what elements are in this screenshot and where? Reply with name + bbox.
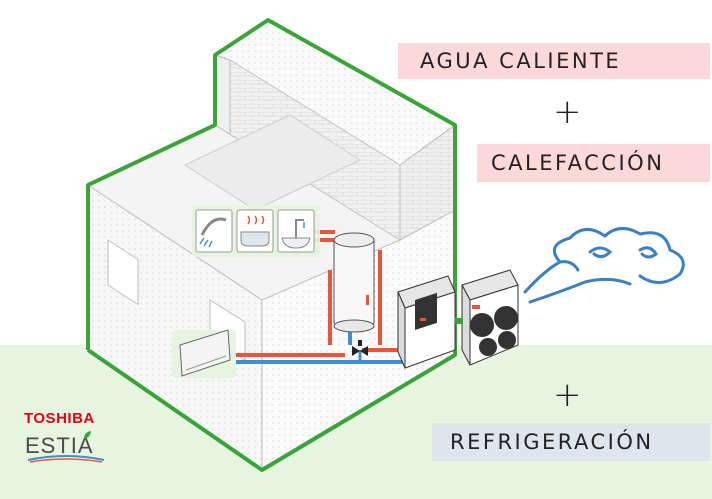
label-cooling-text: REFRIGERACIÓN: [450, 430, 654, 454]
estia-swoosh-icon: [27, 455, 105, 463]
label-cooling: REFRIGERACIÓN: [432, 423, 710, 461]
heat-pump-connector: [455, 318, 463, 324]
label-hot-water-text: AGUA CALIENTE: [420, 49, 622, 73]
water-tank-icon: [333, 232, 375, 333]
house-outline: [86, 18, 457, 472]
estia-logo: ESTIA: [25, 433, 94, 459]
indoor-hydro-unit-icon: [397, 275, 456, 369]
outdoor-heat-pump-icon: [461, 269, 519, 366]
label-heating: CALEFACCIÓN: [477, 144, 710, 182]
shower-icon: [195, 209, 233, 253]
wall-fan-coil-icon: [172, 329, 236, 378]
plus-sign-2: +: [553, 375, 582, 415]
estia-leaf-icon: [84, 431, 91, 439]
label-heating-text: CALEFACCIÓN: [491, 151, 665, 175]
air-swirl-icon: [523, 227, 685, 304]
sink-icon: [277, 209, 315, 253]
estia-logo-text: ESTIA: [25, 433, 94, 458]
bathtub-icon: [236, 209, 274, 253]
toshiba-logo: TOSHIBA: [24, 410, 95, 427]
hot-water-uses: [192, 205, 320, 257]
label-hot-water: AGUA CALIENTE: [398, 43, 710, 79]
plus-sign-1: +: [553, 92, 582, 132]
three-way-valve-icon: [352, 340, 368, 356]
house-window: [107, 239, 139, 306]
